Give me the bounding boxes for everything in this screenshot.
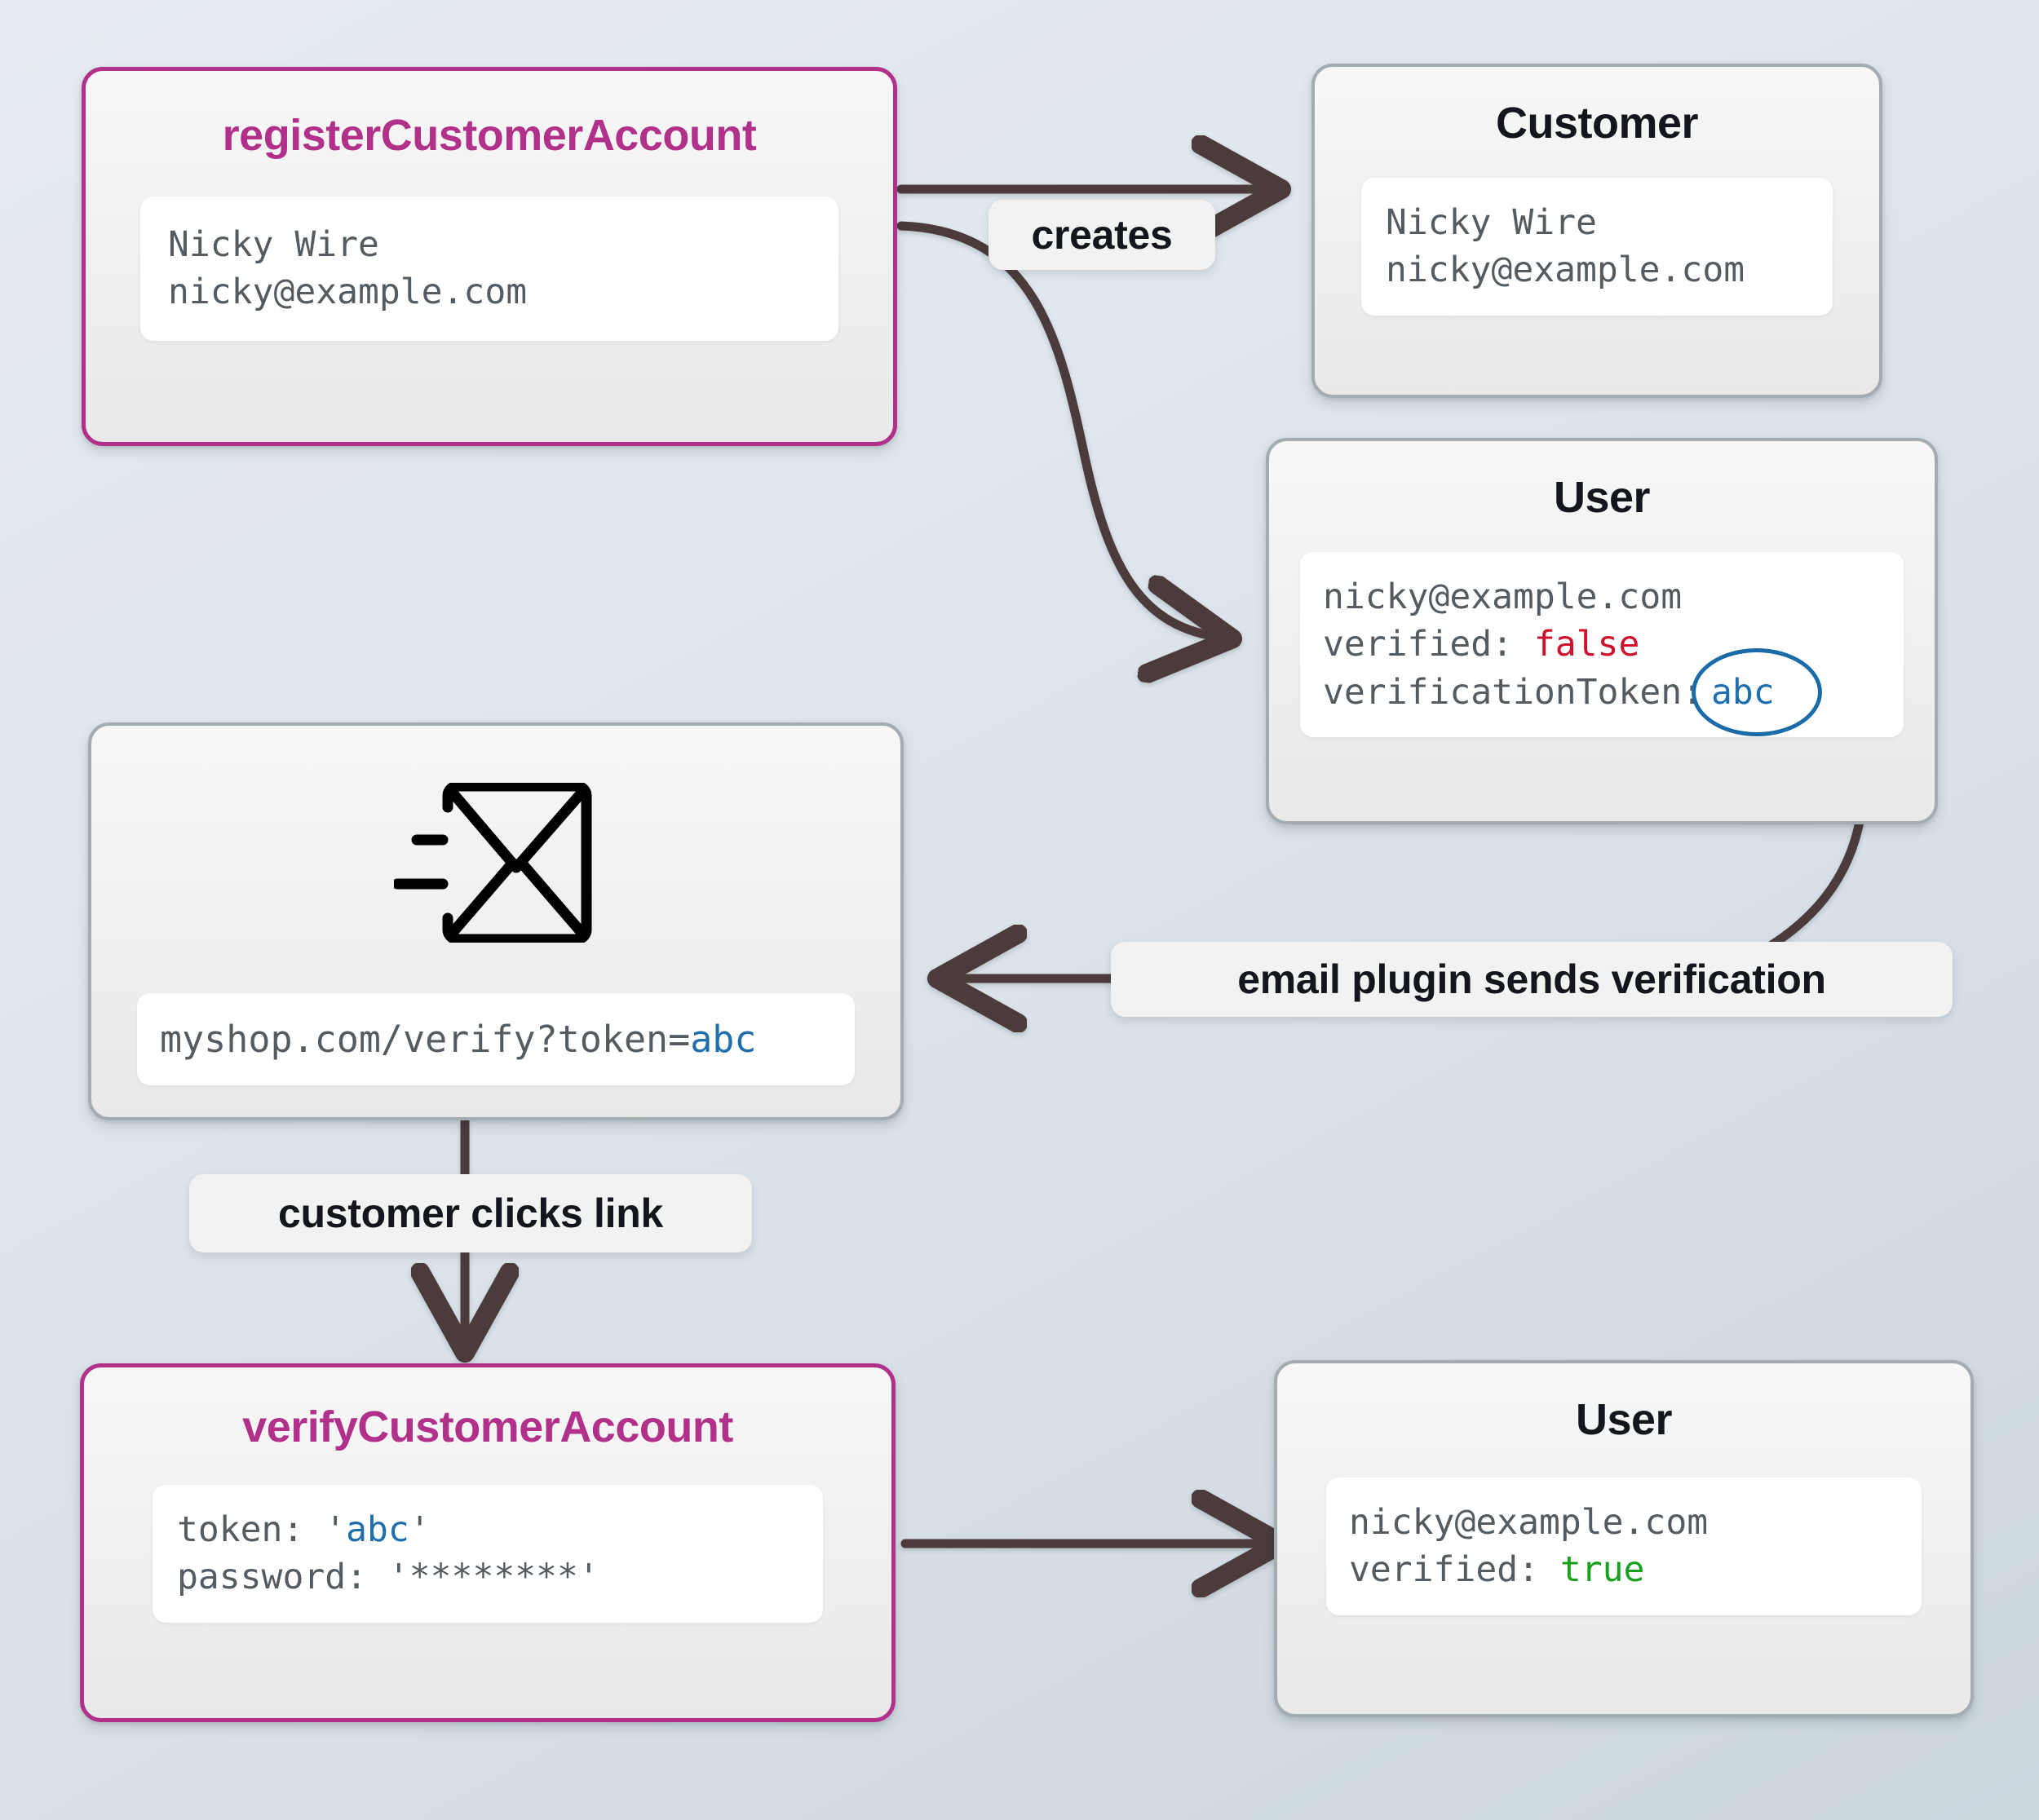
edge-label-customer-clicks: customer clicks link [189, 1174, 752, 1252]
field-verification-token: verificationToken:abc [1323, 669, 1881, 716]
password-value: '********' [387, 1557, 599, 1598]
node-title: registerCustomerAccount [222, 111, 757, 160]
token-label: token: [177, 1509, 304, 1550]
field-email: nicky@example.com [1386, 250, 1745, 291]
user-unverified-fields: nicky@example.com verified: false verifi… [1300, 552, 1904, 738]
field-email: nicky@example.com [1323, 576, 1683, 617]
link-prefix: myshop.com/verify?token= [160, 1018, 691, 1061]
field-email: nicky@example.com [1349, 1502, 1709, 1543]
node-user-unverified[interactable]: User nicky@example.com verified: false v… [1266, 438, 1938, 824]
node-verification-email[interactable]: myshop.com/verify?token=abc [88, 722, 904, 1120]
node-user-verified[interactable]: User nicky@example.com verified: true [1274, 1360, 1974, 1717]
user-verified-fields: nicky@example.com verified: true [1326, 1478, 1922, 1615]
node-customer[interactable]: Customer Nicky Wire nicky@example.com [1311, 64, 1882, 398]
token-quote-close: ' [409, 1509, 431, 1550]
edge-creates-user [896, 221, 1223, 638]
field-password: password: '********' [177, 1553, 798, 1601]
verified-label: verified: [1349, 1549, 1539, 1591]
node-verify-customer-account[interactable]: verifyCustomerAccount token: 'abc' passw… [80, 1363, 896, 1722]
node-title: User [1575, 1395, 1673, 1444]
node-title: User [1553, 473, 1651, 522]
link-token: abc [690, 1018, 757, 1061]
verified-value: true [1559, 1549, 1645, 1591]
verified-value: false [1533, 624, 1640, 665]
field-token: token: 'abc' [177, 1506, 798, 1553]
token-value: abc [346, 1509, 409, 1550]
verified-label: verified: [1323, 624, 1513, 665]
password-label: password: [177, 1557, 367, 1598]
verification-link-box[interactable]: myshop.com/verify?token=abc [137, 993, 855, 1086]
customer-fields: Nicky Wire nicky@example.com [1361, 178, 1833, 316]
token-label: verificationToken: [1323, 671, 1703, 713]
token-quote-open: ' [325, 1509, 347, 1550]
token-value-circled: abc [1703, 669, 1783, 716]
envelope-send-icon [394, 783, 598, 943]
field-email: nicky@example.com [168, 272, 528, 313]
register-fields: Nicky Wire nicky@example.com [140, 197, 838, 341]
node-register-customer-account[interactable]: registerCustomerAccount Nicky Wire nicky… [82, 67, 897, 446]
field-verified: verified: false [1323, 621, 1881, 668]
node-title: Customer [1495, 99, 1699, 148]
field-name: Nicky Wire [168, 224, 379, 265]
node-title: verifyCustomerAccount [242, 1403, 733, 1451]
edge-label-creates: creates [989, 200, 1215, 270]
field-name: Nicky Wire [1386, 202, 1597, 243]
field-verified: verified: true [1349, 1546, 1899, 1593]
verify-fields: token: 'abc' password: '********' [153, 1485, 823, 1623]
edge-label-email-plugin: email plugin sends verification [1111, 942, 1953, 1017]
